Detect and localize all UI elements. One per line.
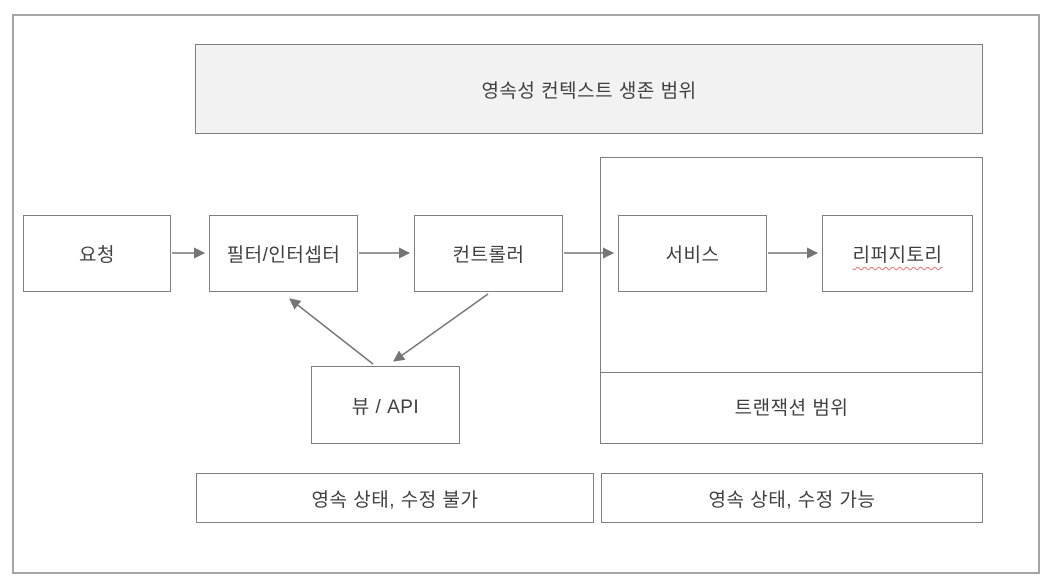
transaction-scope-container: 트랜잭션 범위 — [600, 157, 983, 444]
node-service: 서비스 — [618, 215, 767, 292]
node-filter-interceptor: 필터/인터셉터 — [209, 215, 358, 292]
node-request: 요청 — [23, 215, 171, 292]
node-repository: 리퍼지토리 — [822, 215, 973, 292]
persistence-context-scope-label: 영속성 컨텍스트 생존 범위 — [481, 80, 697, 102]
transaction-scope-divider — [601, 372, 982, 373]
node-request-label: 요청 — [79, 245, 115, 266]
node-view-api: 뷰 / API — [311, 366, 460, 444]
node-filter-interceptor-label: 필터/인터셉터 — [226, 245, 341, 266]
footer-persistent-state-modifiable: 영속 상태, 수정 가능 — [601, 473, 983, 523]
node-service-label: 서비스 — [665, 245, 720, 266]
persistence-context-scope-banner: 영속성 컨텍스트 생존 범위 — [195, 44, 983, 134]
transaction-scope-label: 트랜잭션 범위 — [734, 398, 849, 419]
node-view-api-label: 뷰 / API — [351, 396, 420, 418]
footer-persistent-state-no-modify-label: 영속 상태, 수정 불가 — [311, 489, 479, 511]
footer-persistent-state-no-modify: 영속 상태, 수정 불가 — [196, 473, 594, 523]
node-repository-label: 리퍼지토리 — [852, 245, 943, 266]
node-controller-label: 컨트롤러 — [452, 245, 525, 266]
footer-persistent-state-modifiable-label: 영속 상태, 수정 가능 — [708, 489, 876, 511]
node-controller: 컨트롤러 — [414, 215, 563, 292]
